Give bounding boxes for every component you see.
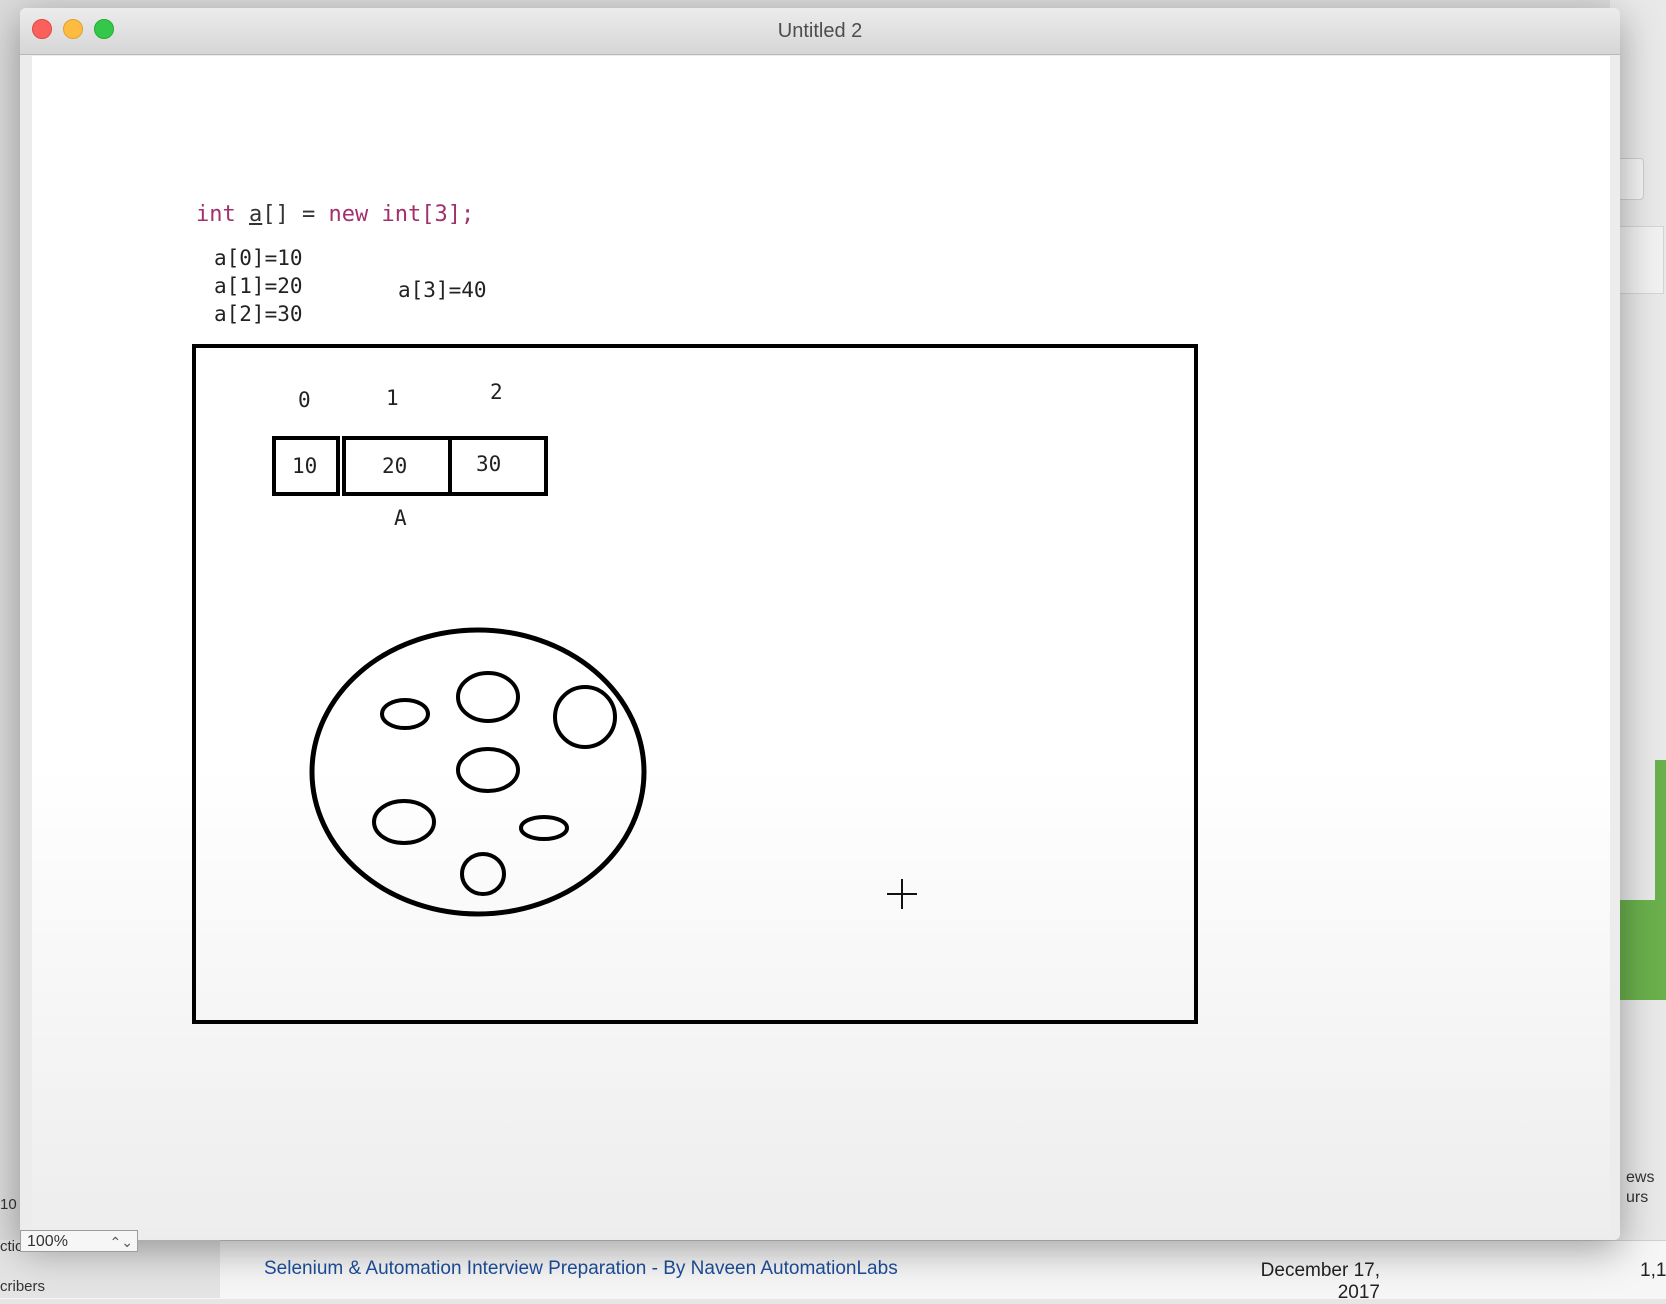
background-right-box	[1616, 226, 1664, 294]
background-video-title-link[interactable]: Selenium & Automation Interview Preparat…	[264, 1258, 898, 1279]
heap-blob	[456, 747, 520, 793]
heap-blob	[380, 698, 430, 730]
background-table-row	[0, 1240, 1666, 1299]
array-cell-2	[448, 436, 548, 496]
array-value: 30	[476, 452, 502, 476]
array-cell-0	[272, 436, 340, 496]
background-left-text: ctic	[0, 1238, 23, 1255]
drawing-canvas[interactable]: int a[] = new int[3]; a[0]=10 a[1]=20 a[…	[32, 56, 1610, 1238]
background-chart-bar	[1655, 760, 1666, 1000]
zoom-select[interactable]: 100% ⌃⌄	[20, 1230, 138, 1252]
maximize-button[interactable]	[94, 19, 114, 39]
overflow-assignment: a[3]=40	[398, 278, 487, 302]
close-button[interactable]	[32, 19, 52, 39]
background-left-text: cribers	[0, 1278, 46, 1295]
heap-object-circle	[309, 627, 647, 917]
background-date: December 17, 2017	[1250, 1260, 1380, 1304]
heap-drawing	[192, 344, 1198, 1024]
background-date-line2: 2017	[1337, 1282, 1380, 1303]
assignment-line: a[2]=30	[214, 302, 303, 326]
code-keyword-new: new	[328, 202, 369, 227]
window-title: Untitled 2	[777, 20, 863, 42]
window-titlebar[interactable]: Untitled 2	[20, 8, 1620, 55]
code-keyword-int: int	[196, 202, 236, 227]
heap-blob	[456, 671, 520, 723]
code-variable: a	[249, 202, 263, 227]
code-brackets: []	[262, 202, 289, 227]
heap-box	[192, 344, 1198, 1024]
background-right-text: urs	[1626, 1189, 1649, 1206]
array-label: A	[394, 506, 407, 530]
minimize-button[interactable]	[63, 19, 83, 39]
background-right-text: ews	[1626, 1169, 1655, 1186]
heap-blob	[372, 799, 436, 845]
background-right-button	[1616, 158, 1644, 200]
array-index: 0	[298, 388, 311, 412]
background-date-line1: December 17,	[1260, 1260, 1380, 1281]
heap-blob	[553, 685, 617, 749]
array-value: 20	[382, 454, 408, 478]
heap-blob	[519, 815, 569, 841]
code-alloc: int[3];	[381, 202, 475, 227]
chevron-up-down-icon[interactable]: ⌃⌄	[109, 1234, 133, 1250]
heap-blob	[460, 852, 506, 896]
zoom-value: 100%	[27, 1233, 68, 1250]
assignment-line: a[1]=20	[214, 274, 303, 298]
background-left-text: 10	[0, 1196, 17, 1213]
array-value: 10	[292, 454, 318, 478]
code-declaration: int a[] = new int[3];	[196, 202, 474, 227]
array-index: 2	[490, 380, 503, 404]
array-index: 1	[386, 386, 399, 410]
drawing-app-window: Untitled 2 int a[] = new int[3]; a[0]=10…	[20, 8, 1620, 1252]
background-count: 1,1	[1640, 1260, 1666, 1281]
assignment-line: a[0]=10	[214, 246, 303, 270]
code-assign: =	[288, 202, 329, 227]
